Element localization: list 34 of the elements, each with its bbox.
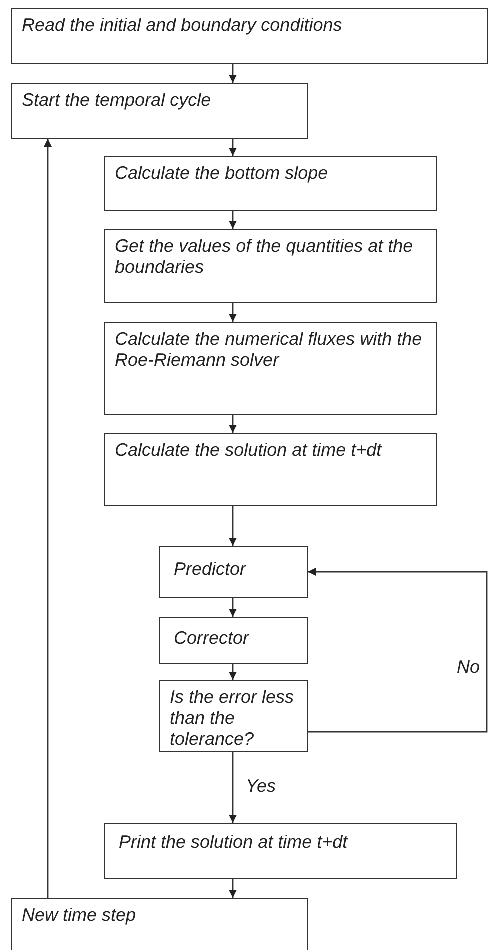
arrow — [229, 506, 237, 546]
arrow — [229, 415, 237, 433]
process-box — [159, 546, 308, 598]
arrow — [229, 879, 237, 898]
step-text: Read the initial and boundary conditions — [22, 15, 344, 36]
arrow — [229, 303, 237, 322]
step-text: New time step — [22, 905, 138, 926]
step-text: Calculate the solution at time t+dt — [115, 440, 384, 461]
arrow — [229, 211, 237, 229]
process-box — [159, 680, 308, 752]
process-box — [11, 83, 308, 139]
arrow — [229, 752, 237, 823]
process-box — [104, 322, 437, 415]
step-text: Predictor — [174, 559, 248, 580]
step-text: Is the error less than the tolerance? — [170, 687, 296, 750]
process-box — [11, 8, 488, 64]
arrow — [229, 64, 237, 83]
step-text: Get the values of the quantities at the boundaries — [115, 236, 414, 278]
step-text: Start the temporal cycle — [22, 90, 212, 111]
arrow — [44, 139, 52, 898]
arrow — [229, 598, 237, 617]
process-box — [104, 433, 437, 506]
process-box — [104, 229, 437, 303]
step-text: Corrector — [174, 628, 250, 649]
step-text: Print the solution at time t+dt — [119, 832, 350, 853]
arrow — [229, 139, 237, 156]
process-box — [104, 823, 457, 879]
process-box — [11, 898, 308, 950]
arrow — [229, 664, 237, 680]
step-text: Calculate the numerical fluxes with the Roe-Riemann solver — [115, 329, 424, 371]
process-box — [104, 156, 437, 211]
step-text: Calculate the bottom slope — [115, 163, 330, 184]
process-box — [159, 617, 308, 664]
arrow — [308, 568, 488, 733]
